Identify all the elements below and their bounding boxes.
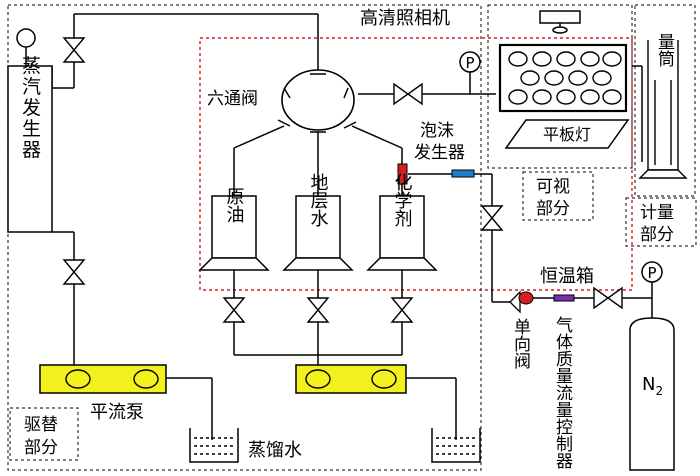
pump-left xyxy=(39,364,167,394)
camera-box xyxy=(7,4,482,471)
valve-steam-bottom xyxy=(62,259,86,285)
measuring-cylinder xyxy=(638,40,688,179)
metering-part-label-box xyxy=(625,197,697,247)
n2-main: N xyxy=(642,374,655,395)
pump-right xyxy=(295,364,407,394)
n2-subscript: 2 xyxy=(655,384,663,398)
valve-chem-out xyxy=(390,297,414,323)
n2-label: N2 xyxy=(642,374,663,398)
metering-area-box xyxy=(634,4,696,197)
displacement-part-label-2: 部分 xyxy=(24,438,58,458)
displacement-part-label-1: 驱替 xyxy=(24,415,58,435)
valve-six-way-out xyxy=(393,82,423,106)
metering-part-label-1: 计量 xyxy=(640,203,674,223)
formation-water-label: 地层水 xyxy=(308,173,329,227)
pressure-gauge-top-label: P xyxy=(465,54,474,72)
distilled-water-label: 蒸馏水 xyxy=(248,440,302,461)
six-way-valve-label: 六通阀 xyxy=(207,89,258,109)
check-valve xyxy=(509,290,534,314)
valve-gas-line xyxy=(593,286,623,310)
camera-icon xyxy=(539,10,581,34)
steam-generator-label: 蒸汽发生器 xyxy=(19,55,41,160)
valve-foam-line xyxy=(480,205,504,231)
visual-area-box xyxy=(487,4,633,169)
gas-mass-flow-controller xyxy=(553,294,575,302)
beaker-distilled-water xyxy=(189,428,239,463)
foam-generator xyxy=(397,163,475,185)
steam-generator: 蒸汽发生器 xyxy=(7,28,53,233)
foam-generator-label-1: 泡沫 xyxy=(420,121,454,141)
crude-oil-label: 原油 xyxy=(224,187,245,223)
n2-bottle: N2 xyxy=(629,310,675,471)
valve-water-out xyxy=(306,297,330,323)
pressure-gauge-gas-label: P xyxy=(647,264,656,282)
pressure-gauge-top: P xyxy=(459,51,481,73)
visual-part-label-2: 部分 xyxy=(536,199,570,219)
beaker-right xyxy=(431,428,481,463)
cylinder-label: 量筒 xyxy=(654,33,675,68)
gas-mfc-label: 气体质量流量控制器 xyxy=(552,316,573,469)
cylinder-crude-oil: 原油 xyxy=(198,187,270,271)
cylinder-formation-water: 地层水 xyxy=(282,173,354,271)
metering-part-label-2: 部分 xyxy=(640,225,674,245)
cylinder-chemical-agent: 化学剂 xyxy=(366,173,438,271)
flat-lamp-label: 平板灯 xyxy=(543,125,591,144)
valve-steam-top xyxy=(62,37,86,63)
check-valve-label: 单向阀 xyxy=(510,318,531,370)
foam-generator-label-2: 发生器 xyxy=(414,143,465,163)
flat-lamp: 平板灯 xyxy=(504,119,630,149)
visual-part-label-box xyxy=(522,171,594,221)
thermostat-label: 恒温箱 xyxy=(540,266,594,287)
porous-model xyxy=(498,43,628,113)
pressure-gauge-gas: P xyxy=(641,261,663,283)
visual-part-label-1: 可视 xyxy=(536,177,570,197)
valve-oil-out xyxy=(222,297,246,323)
chemical-agent-label: 化学剂 xyxy=(392,173,413,227)
valves xyxy=(62,37,623,323)
pump-label: 平流泵 xyxy=(90,402,144,423)
camera-label: 高清照相机 xyxy=(360,8,450,29)
six-way-valve: 六通阀 xyxy=(207,69,357,133)
